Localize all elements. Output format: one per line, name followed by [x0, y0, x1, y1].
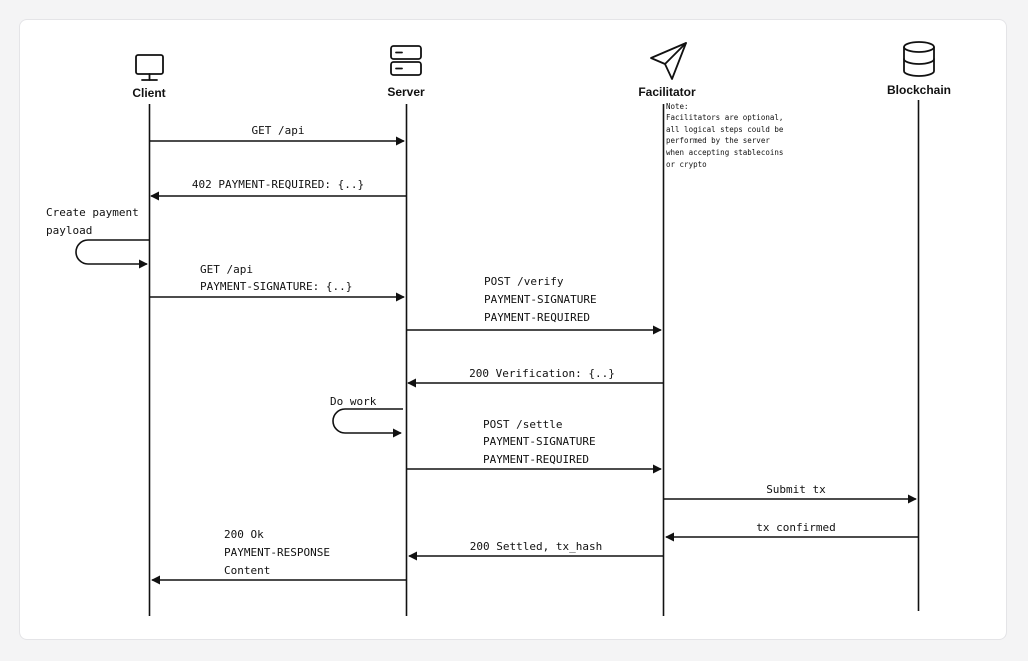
svg-text:PAYMENT-REQUIRED: PAYMENT-REQUIRED: [483, 453, 589, 466]
svg-text:POST /settle: POST /settle: [483, 418, 562, 431]
message-create-payload: Create payment payload: [46, 206, 149, 269]
svg-text:PAYMENT-SIGNATURE: PAYMENT-SIGNATURE: [483, 435, 596, 448]
message-verify: POST /verify PAYMENT-SIGNATURE PAYMENT-R…: [407, 275, 662, 335]
svg-text:PAYMENT-SIGNATURE: PAYMENT-SIGNATURE: [484, 293, 597, 306]
svg-text:Create payment: Create payment: [46, 206, 139, 219]
svg-text:Submit tx: Submit tx: [766, 483, 826, 496]
actor-blockchain-label: Blockchain: [887, 83, 951, 97]
svg-text:GET /api: GET /api: [252, 124, 305, 137]
svg-text:tx confirmed: tx confirmed: [756, 521, 835, 534]
svg-text:200 Verification: {..}: 200 Verification: {..}: [469, 367, 615, 380]
svg-text:Content: Content: [224, 564, 270, 577]
svg-text:all logical steps could be: all logical steps could be: [666, 125, 784, 134]
svg-text:PAYMENT-RESPONSE: PAYMENT-RESPONSE: [224, 546, 330, 559]
svg-text:payload: payload: [46, 224, 92, 237]
svg-text:PAYMENT-SIGNATURE: {..}: PAYMENT-SIGNATURE: {..}: [200, 280, 352, 293]
message-payment-required: 402 PAYMENT-REQUIRED: {..}: [150, 178, 406, 201]
svg-text:200 Ok: 200 Ok: [224, 528, 264, 541]
svg-text:GET /api: GET /api: [200, 263, 253, 276]
message-tx-confirmed: tx confirmed: [665, 521, 918, 542]
message-ok-response: 200 Ok PAYMENT-RESPONSE Content: [151, 528, 406, 585]
svg-text:Note:: Note:: [666, 102, 689, 111]
paper-plane-icon: [650, 42, 687, 80]
message-do-work: Do work: [330, 395, 403, 438]
svg-text:Do work: Do work: [330, 395, 377, 408]
message-verification: 200 Verification: {..}: [407, 367, 663, 388]
message-settled: 200 Settled, tx_hash: [408, 540, 663, 561]
message-get-api-signed: GET /api PAYMENT-SIGNATURE: {..}: [150, 263, 405, 302]
svg-text:performed by the server: performed by the server: [666, 136, 770, 145]
svg-text:POST /verify: POST /verify: [484, 275, 564, 288]
server-icon: [390, 45, 422, 76]
actor-client-label: Client: [132, 86, 165, 100]
facilitator-note: Note: Facilitators are optional, all log…: [666, 102, 784, 169]
svg-text:or crypto: or crypto: [666, 160, 707, 169]
svg-text:402 PAYMENT-REQUIRED: {..}: 402 PAYMENT-REQUIRED: {..}: [192, 178, 364, 191]
actor-server-label: Server: [387, 85, 425, 99]
message-submit-tx: Submit tx: [664, 483, 917, 504]
actor-facilitator-label: Facilitator: [638, 85, 696, 99]
svg-text:Facilitators are optional,: Facilitators are optional,: [666, 113, 783, 122]
message-get-api: GET /api: [150, 124, 405, 146]
svg-text:200 Settled, tx_hash: 200 Settled, tx_hash: [470, 540, 602, 553]
database-icon: [903, 41, 935, 77]
monitor-icon: [135, 54, 164, 81]
message-settle: POST /settle PAYMENT-SIGNATURE PAYMENT-R…: [407, 418, 662, 474]
svg-text:PAYMENT-REQUIRED: PAYMENT-REQUIRED: [484, 311, 590, 324]
svg-text:when accepting stablecoins: when accepting stablecoins: [666, 148, 783, 157]
